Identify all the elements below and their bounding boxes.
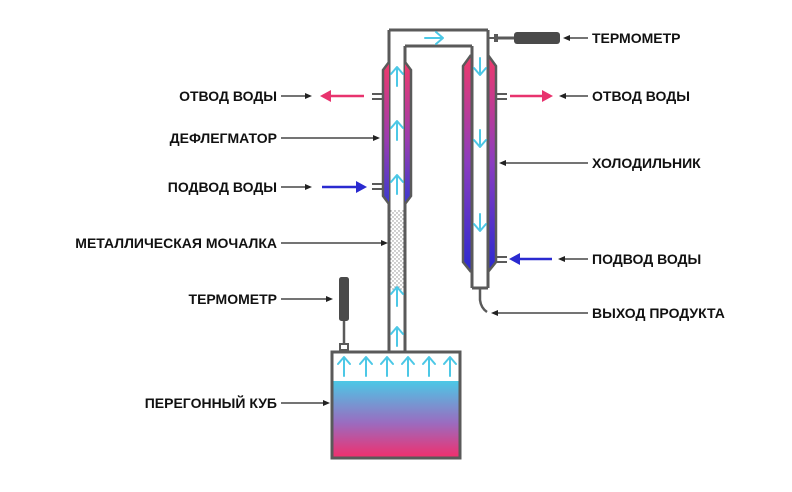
vapor-arrow-up [359, 356, 373, 377]
label-still-pot: ПЕРЕГОННЫЙ КУБ [145, 394, 277, 411]
vapor-arrow-up [390, 174, 404, 195]
label-water-in-left: ПОДВОД ВОДЫ [168, 179, 277, 195]
vapor-arrow-up [390, 286, 404, 307]
label-water-out-left: ОТВОД ВОДЫ [179, 88, 277, 104]
water-in-right-arrowhead [509, 253, 520, 265]
vapor-arrow-up [380, 356, 394, 377]
vapor-arrow-up [443, 356, 457, 377]
label-thermometer-left: ТЕРМОМЕТР [189, 291, 277, 307]
water-out-right-arrowhead [542, 90, 553, 102]
still-pot [330, 350, 462, 460]
thermometer-left [339, 277, 349, 351]
vapor-arrow-up [390, 120, 404, 141]
water-out-left-arrowhead [320, 90, 331, 102]
water-arrows [320, 90, 553, 265]
vapor-arrow-up [390, 326, 404, 347]
vapor-arrow-up [390, 66, 404, 87]
vapor-arrow-right [424, 31, 444, 45]
metal-scrubber-packing [390, 210, 404, 290]
condenser [461, 30, 507, 314]
top-bridge [389, 28, 488, 48]
condensate-arrow-down [473, 129, 487, 148]
label-dephlegmator: ДЕФЛЕГМАТОР [170, 130, 277, 146]
label-condenser: ХОЛОДИЛЬНИК [592, 155, 701, 171]
label-water-in-right: ПОДВОД ВОДЫ [592, 251, 701, 267]
label-thermometer-top: ТЕРМОМЕТР [592, 30, 680, 46]
label-water-out-right: ОТВОД ВОДЫ [592, 88, 690, 104]
label-metal-scrubber: МЕТАЛЛИЧЕСКАЯ МОЧАЛКА [75, 235, 277, 251]
condensate-arrow-down [473, 213, 487, 232]
thermometer-top [488, 32, 560, 44]
labels: ТЕРМОМЕТР ОТВОД ВОДЫ ХОЛОДИЛЬНИК ПОДВОД … [75, 30, 725, 411]
label-product-out: ВЫХОД ПРОДУКТА [592, 305, 725, 321]
vapor-arrow-up [422, 356, 436, 377]
water-in-left-arrowhead [356, 181, 367, 193]
condensate-arrow-down [473, 57, 487, 76]
product-outlet-pipe [478, 288, 488, 314]
vapor-arrow-up [337, 356, 351, 377]
still-pot-body [330, 350, 462, 460]
dephlegmator-jacket [372, 61, 413, 205]
vapor-arrows [337, 31, 487, 377]
leader-lines [281, 35, 588, 406]
still-liquid [333, 381, 459, 457]
vapor-arrow-up [401, 356, 415, 377]
